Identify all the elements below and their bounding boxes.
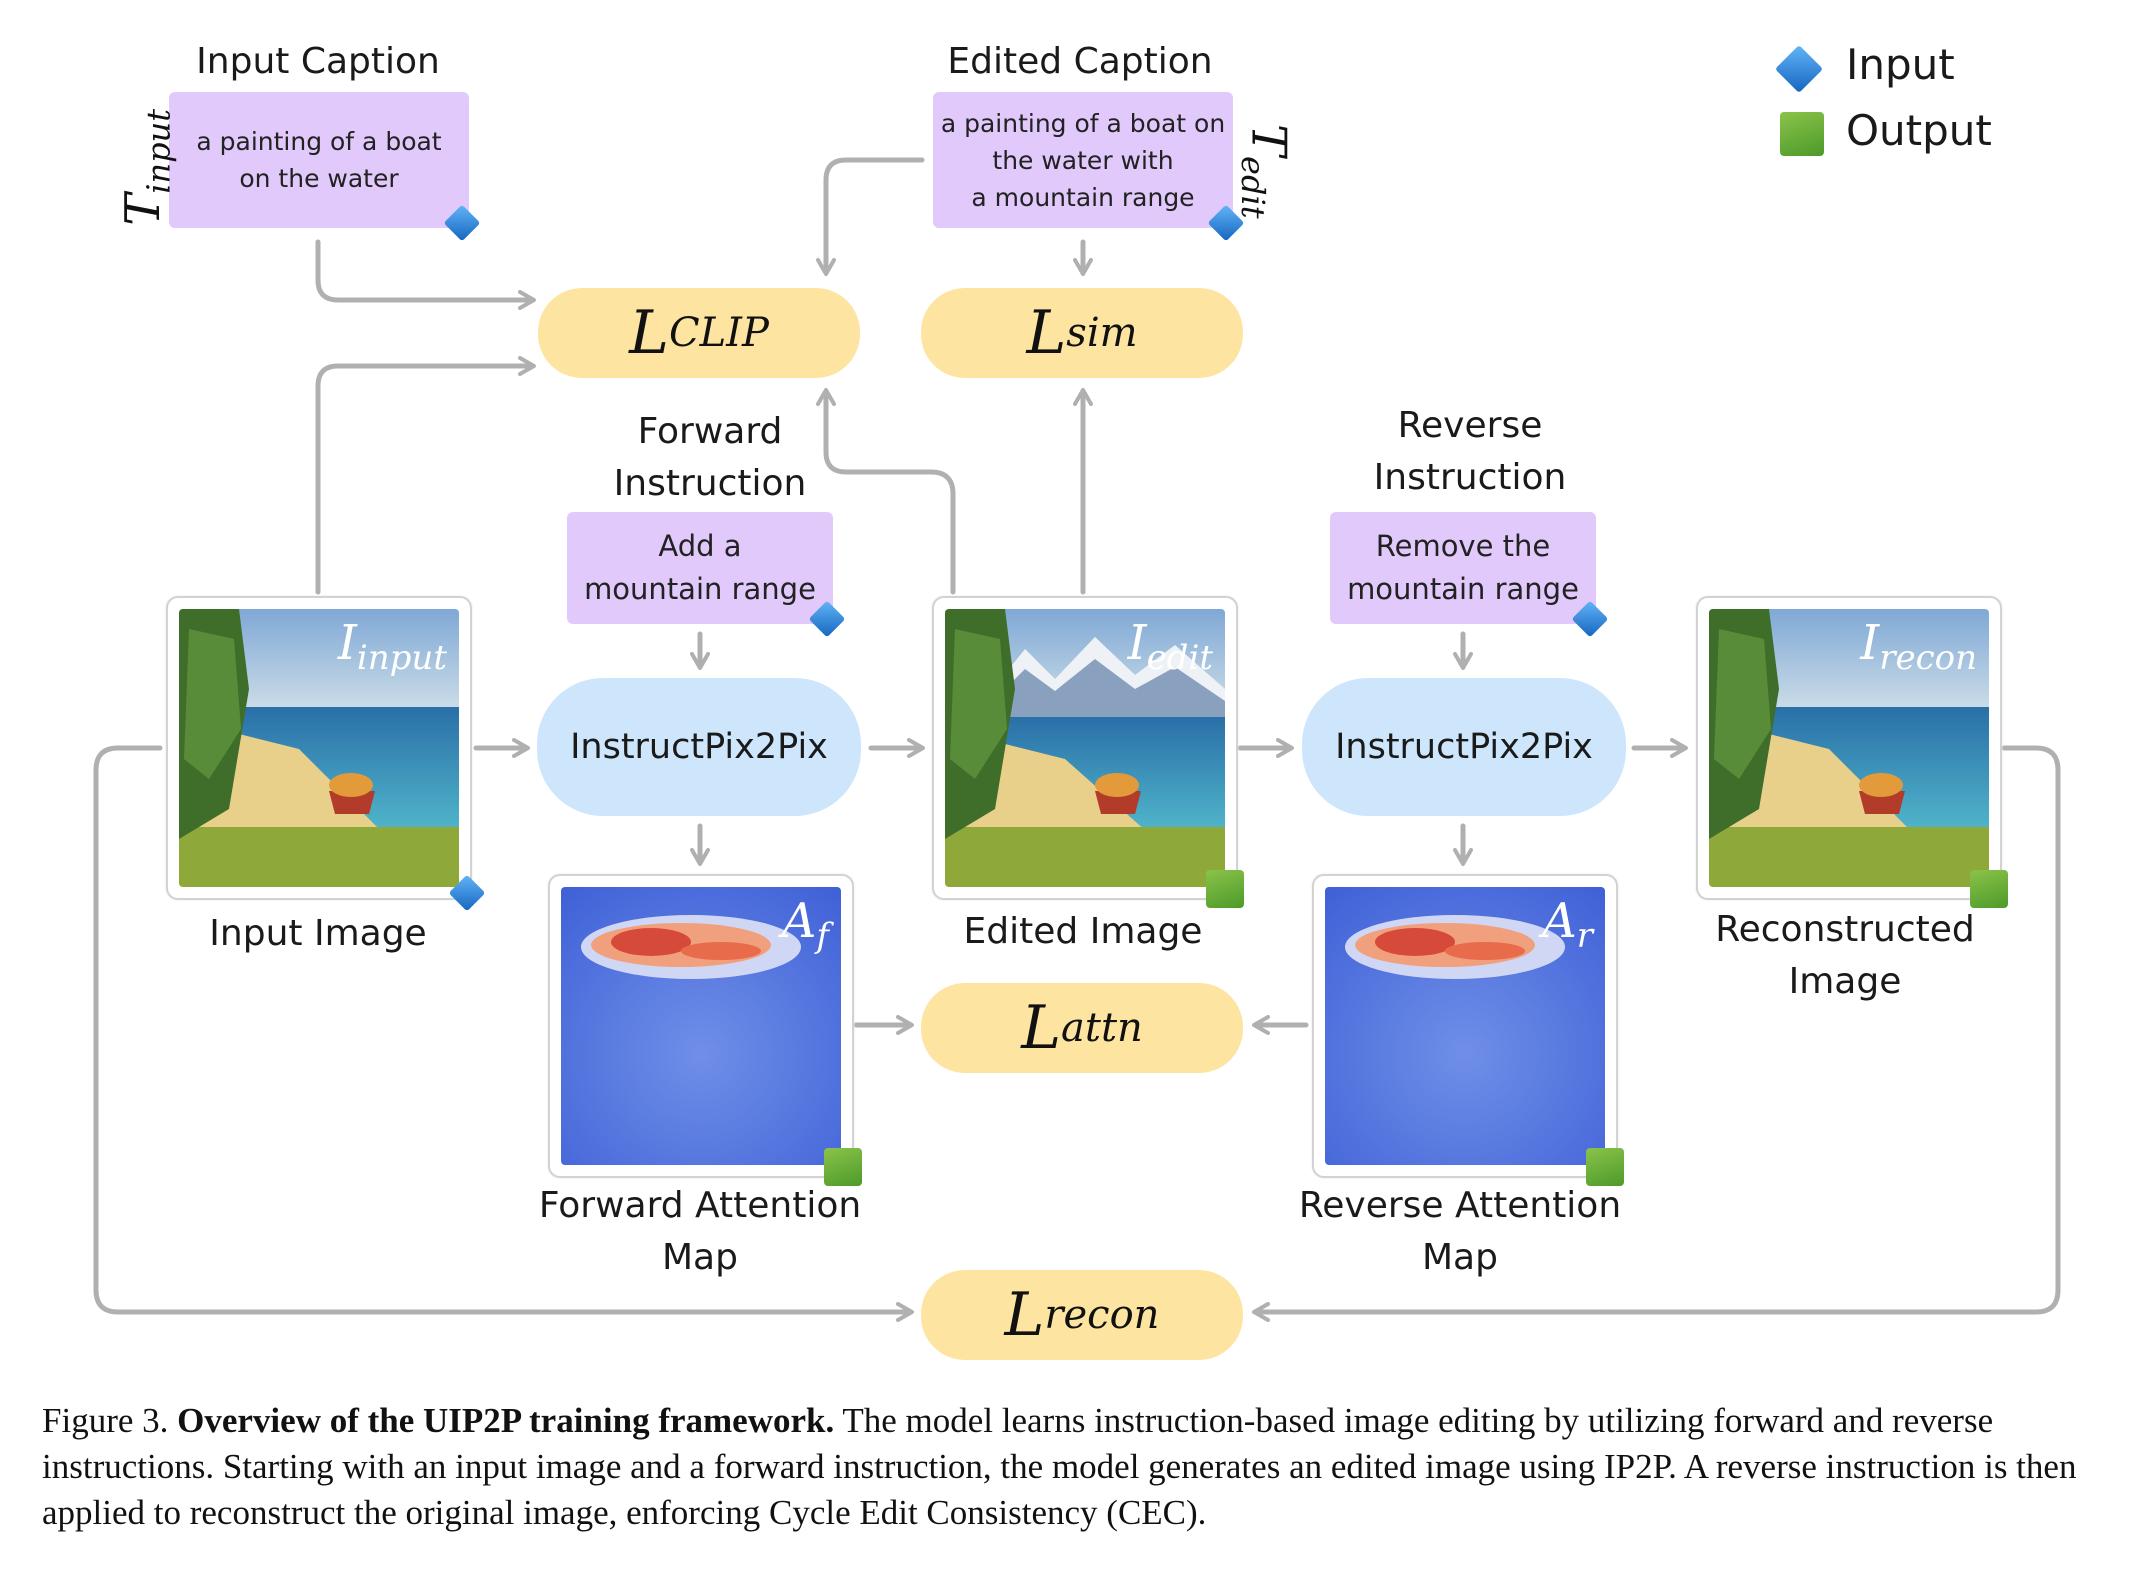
reverse-instruction-line1: Remove the <box>1375 529 1551 563</box>
input-image: Iinput <box>179 609 459 887</box>
input-caption-box: a painting of a boat on the water <box>169 92 469 228</box>
reverse-instruction-box: Remove the mountain range <box>1330 512 1596 624</box>
figure-caption-prefix: Figure 3. <box>42 1401 169 1440</box>
edited-image: Iedit <box>945 609 1225 887</box>
input-image-label: Input Image <box>209 913 427 954</box>
arrow-recon-to-recon-loss <box>1252 745 2061 1322</box>
input-caption-title: Input Caption <box>196 41 440 82</box>
recon-image-variable: Irecon <box>1860 615 1977 678</box>
reverse-attention-card: Ar <box>1312 874 1618 1178</box>
edited-caption-box: a painting of a boat on the water with a m… <box>933 92 1233 228</box>
legend-output-square-icon <box>1780 112 1824 156</box>
reverse-instructpix2pix-model: InstructPix2Pix <box>1302 678 1626 816</box>
loss-sim-sub: sim <box>1066 310 1138 356</box>
input-image-card: Iinput <box>166 596 472 900</box>
legend-output-label: Output <box>1846 106 1992 155</box>
reverse-attention-variable: Ar <box>1542 893 1593 956</box>
loss-recon-sub: recon <box>1044 1292 1160 1338</box>
forward-attention-variable-sub: f <box>816 916 829 956</box>
input-image-variable-sub: input <box>356 638 447 678</box>
edited-caption-variable-sub: edit <box>1233 156 1272 219</box>
forward-attention-variable: Af <box>781 893 829 956</box>
arrow-edited-caption-to-clip <box>816 157 925 276</box>
forward-attention-card: Af <box>548 874 854 1178</box>
arrow-input-image-to-clip <box>315 356 536 595</box>
forward-instruction-title: Forward Instruction <box>560 406 860 510</box>
loss-clip-sub: CLIP <box>668 310 769 356</box>
recon-image-card: Irecon <box>1696 596 2002 900</box>
reverse-attention-label-line2: Map <box>1422 1237 1498 1278</box>
edited-image-label: Edited Image <box>963 911 1203 952</box>
forward-instruction-title-line1: Forward <box>637 411 783 452</box>
arrow-input-to-recon-loss <box>93 745 914 1322</box>
recon-image-label: Reconstructed Image <box>1690 904 2000 1008</box>
legend-input-label: Input <box>1846 40 1955 89</box>
edited-caption-variable: Tedit <box>1233 124 1297 219</box>
recon-image-label-line2: Image <box>1788 961 1902 1002</box>
recon-image-label-line1: Reconstructed <box>1715 909 1975 950</box>
edited-caption-title: Edited Caption <box>947 41 1213 82</box>
recon-image-output-square-icon <box>1970 870 2008 908</box>
forward-attention-output-square-icon <box>824 1148 862 1186</box>
input-caption-variable-sub: input <box>139 108 178 194</box>
input-image-variable: Iinput <box>337 615 447 678</box>
figure-caption: Figure 3. Overview of the UIP2P training… <box>42 1398 2122 1536</box>
reverse-attention-label-line1: Reverse Attention <box>1298 1185 1622 1226</box>
figure-caption-title: Overview of the UIP2P training framework… <box>177 1401 835 1440</box>
edited-caption-line2: the water with <box>992 145 1174 175</box>
edited-image-variable: Iedit <box>1127 615 1213 678</box>
reverse-instruction-title: Reverse Instruction <box>1320 400 1620 504</box>
reverse-instruction-title-line1: Reverse <box>1397 405 1543 446</box>
loss-attn-sub: attn <box>1061 1005 1143 1051</box>
input-caption-variable: Tinput <box>115 108 178 226</box>
edited-caption-line1: a painting of a boat on <box>940 108 1226 138</box>
forward-instruction-line1: Add a <box>658 529 742 563</box>
reverse-attention-output-square-icon <box>1586 1148 1624 1186</box>
forward-attention-label: Forward Attention Map <box>530 1180 870 1284</box>
input-caption-line1: a painting of a boat <box>196 127 442 156</box>
forward-instruction-box: Add a mountain range <box>567 512 833 624</box>
edited-caption-line3: a mountain range <box>971 182 1195 212</box>
edited-image-variable-sub: edit <box>1146 638 1213 678</box>
edited-image-card: Iedit <box>932 596 1238 900</box>
reverse-instruction-line2: mountain range <box>1347 572 1579 606</box>
input-caption-line2: on the water <box>239 164 399 193</box>
figure-caption-body: The model learns instruction-based image… <box>42 1401 2077 1532</box>
forward-instructpix2pix-model: InstructPix2Pix <box>537 678 861 816</box>
forward-attention-label-line2: Map <box>662 1237 738 1278</box>
forward-attention-label-line1: Forward Attention <box>538 1185 862 1226</box>
forward-instruction-title-line2: Instruction <box>613 463 807 504</box>
reverse-attention-label: Reverse Attention Map <box>1290 1180 1630 1284</box>
recon-image: Irecon <box>1709 609 1989 887</box>
recon-image-variable-sub: recon <box>1879 638 1977 678</box>
arrow-edited-image-to-clip <box>816 388 956 595</box>
reverse-attention-variable-sub: r <box>1576 916 1593 956</box>
forward-attention-map: Af <box>561 887 841 1165</box>
forward-instruction-line2: mountain range <box>584 572 816 606</box>
reverse-instruction-title-line2: Instruction <box>1373 457 1567 498</box>
reverse-attention-map: Ar <box>1325 887 1605 1165</box>
edited-image-output-square-icon <box>1206 870 1244 908</box>
arrow-input-caption-to-clip <box>315 239 536 310</box>
